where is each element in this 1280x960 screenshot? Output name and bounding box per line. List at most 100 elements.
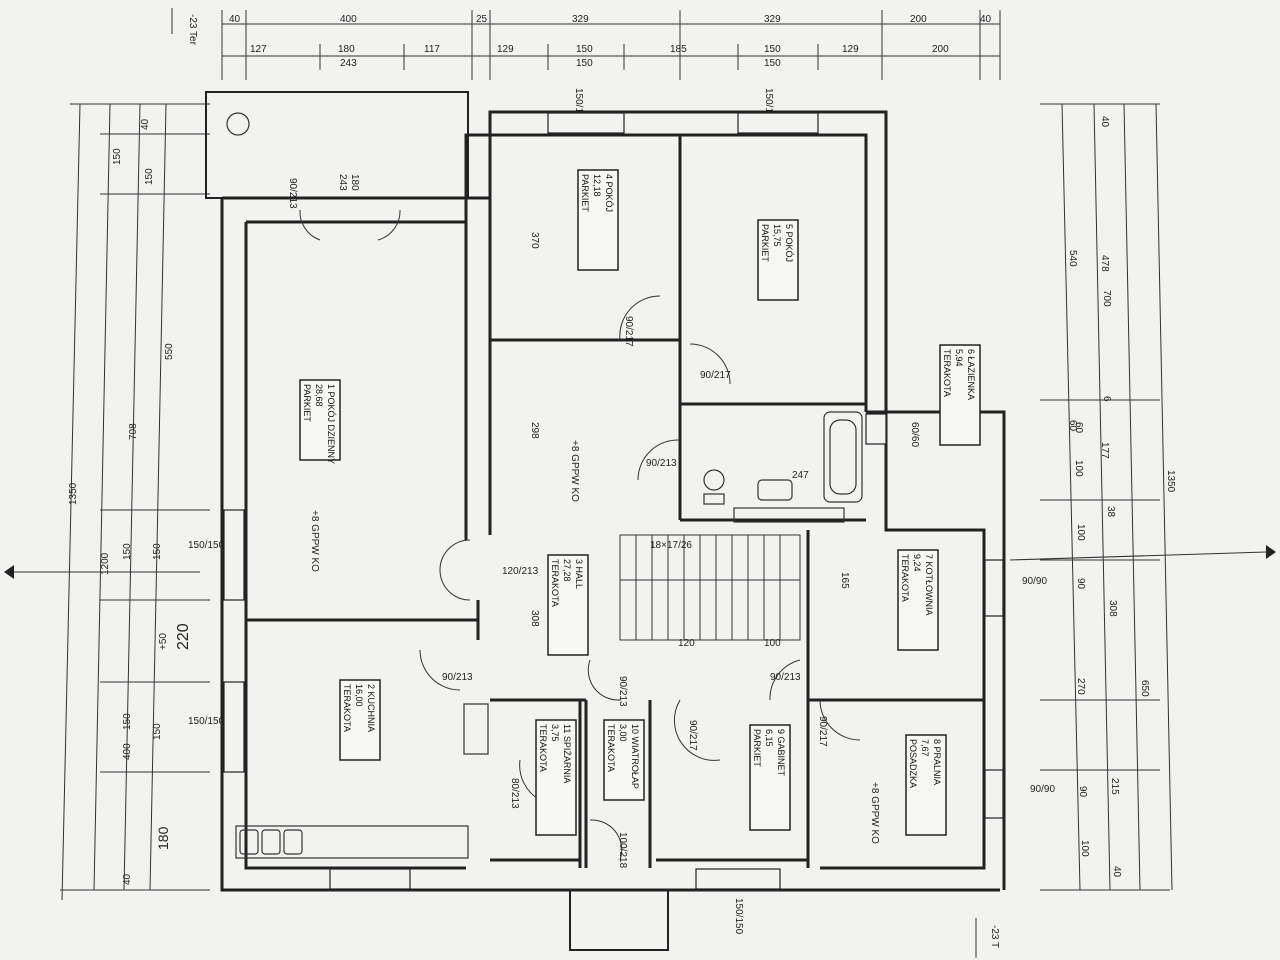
room-label-8: 8 PRALNIA 7,67 POSADZKA [905, 734, 947, 836]
svg-text:TERAKOTA: TERAKOTA [342, 684, 352, 732]
dim-left-400: 400 [122, 743, 133, 760]
svg-text:6,15: 6,15 [764, 729, 774, 747]
dim-left-150b: 150 [144, 168, 155, 185]
handwritten-180: 180 [155, 826, 171, 850]
svg-text:5,94: 5,94 [954, 349, 964, 367]
door-label-4: 120/213 [502, 566, 539, 577]
svg-text:8 PRALNIA: 8 PRALNIA [932, 739, 942, 785]
handwritten-220: 220 [175, 623, 192, 650]
hall-height-2: 308 [529, 610, 540, 627]
dim-right-60: 60 [1073, 422, 1084, 434]
svg-text:7 KOTŁOWNIA: 7 KOTŁOWNIA [924, 554, 934, 616]
window-label-7: 90/90 [1022, 576, 1047, 587]
svg-text:PARKIET: PARKIET [760, 224, 770, 262]
window-label-4: 150/150 [763, 88, 774, 125]
door-label-1: 90/217 [623, 316, 634, 347]
svg-text:3,00: 3,00 [618, 724, 628, 742]
dim-left-1350: 1350 [68, 482, 79, 505]
dim-left-40b: 40 [122, 873, 133, 885]
dim-right-100c: 100 [1079, 840, 1090, 857]
dim-right-215: 215 [1109, 778, 1120, 795]
corridor-120: 120 [678, 638, 695, 649]
room-label-7: 7 KOTŁOWNIA 9,24 TERAKOTA [897, 549, 939, 651]
dim-left-40a: 40 [140, 118, 151, 130]
dim-top-r3-2: 150 [576, 58, 593, 69]
dim-top-r2-2: 180 [338, 44, 355, 55]
entrance-steps [569, 889, 669, 951]
dim-top-r2-1: 127 [250, 44, 267, 55]
dim-top-6: 200 [910, 14, 927, 25]
dim-right-700: 700 [1101, 290, 1112, 307]
window-label-1: 150/150 [188, 540, 225, 551]
room-label-11: 11 SPIŻARNIA 3,75 TERAKOTA [535, 719, 577, 836]
svg-text:PARKIET: PARKIET [302, 384, 312, 422]
svg-text:5 POKÓJ: 5 POKÓJ [784, 224, 794, 262]
svg-text:10 WIATROŁAP: 10 WIATROŁAP [630, 724, 640, 789]
dim-left-150c: 150 [152, 543, 163, 560]
terrace [205, 91, 469, 199]
room4-height: 370 [529, 232, 540, 249]
dim-top-r3-3: 150 [764, 58, 781, 69]
svg-text:TERAKOTA: TERAKOTA [550, 559, 560, 607]
dim-top-5: 329 [764, 14, 781, 25]
bathroom-fixtures [703, 411, 863, 523]
svg-text:7,67: 7,67 [920, 739, 930, 757]
section-marker-left [4, 565, 200, 579]
door-label-3: 90/213 [646, 458, 677, 469]
hall-height-1: 298 [529, 422, 540, 439]
door-label-2: 90/217 [700, 370, 731, 381]
chimney-round [226, 112, 250, 136]
dim-right-650: 650 [1139, 680, 1150, 697]
door-label-10: 90/213 [287, 178, 298, 209]
svg-text:TERAKOTA: TERAKOTA [900, 554, 910, 602]
dim-left-150a: 150 [112, 148, 123, 165]
interior-walls [246, 135, 984, 868]
door-label-9: 90/217 [817, 716, 828, 747]
door-label-7: 90/217 [687, 720, 698, 751]
window-label-5: 150/150 [733, 898, 744, 935]
dim-right-6: 6 [1101, 396, 1112, 402]
kitchen-fixtures [235, 703, 489, 859]
window-label-3: 150/150 [573, 88, 584, 125]
dim-right-40b: 40 [1111, 866, 1122, 878]
svg-text:TERAKOTA: TERAKOTA [942, 349, 952, 397]
svg-text:PARKIET: PARKIET [752, 729, 762, 767]
dim-left-1200: 1200 [100, 552, 111, 575]
corridor-100: 100 [764, 638, 781, 649]
dim-top-2: 400 [340, 14, 357, 25]
room-label-3: 3 HALL 27,28 TERAKOTA [547, 554, 589, 656]
dimension-left [60, 103, 210, 901]
room-label-4: 4 POKÓJ 12,18 PARKIET [577, 169, 619, 271]
dim-right-60b: 60 [1067, 420, 1078, 432]
stairs-label: 18×17/26 [650, 540, 692, 551]
window-label-6: 60/60 [909, 422, 920, 447]
dim-top-r2-5: 150 [576, 44, 593, 55]
room-label-6: 6 ŁAZIENKA 5,94 TERAKOTA [939, 344, 981, 446]
svg-text:3 HALL: 3 HALL [574, 559, 584, 589]
level-note-2: +8 GPPW KO [569, 440, 580, 502]
svg-text:9 GABINET: 9 GABINET [776, 729, 786, 777]
room-label-9: 9 GABINET 6,15 PARKIET [749, 724, 791, 831]
dim-right-177: 177 [1099, 442, 1110, 459]
dim-top-r3-1: 243 [340, 58, 357, 69]
dim-left-150f: 150 [122, 713, 133, 730]
svg-text:POSADZKA: POSADZKA [908, 739, 918, 788]
boiler-height: 165 [839, 572, 850, 589]
dim-right-478: 478 [1099, 255, 1110, 272]
door-label-8: 90/213 [770, 672, 801, 683]
dim-left-550: 550 [164, 343, 175, 360]
bath-width-247: 247 [792, 470, 809, 481]
svg-text:6 ŁAZIENKA: 6 ŁAZIENKA [966, 349, 976, 400]
window-openings [223, 112, 1004, 890]
dim-left-150e: 150 [122, 543, 133, 560]
window-label-2: 150/150 [188, 716, 225, 727]
room-label-2: 2 KUCHNIA 16,00 TERAKOTA [339, 679, 381, 761]
room-label-1: 1 POKÓJ DZIENNY 28,68 PARKIET [299, 379, 341, 464]
dim-right-100b: 100 [1075, 524, 1086, 541]
svg-text:15,75: 15,75 [772, 224, 782, 247]
door-label-11: 100/218 [617, 832, 628, 869]
svg-text:12,18: 12,18 [592, 174, 602, 197]
svg-text:16,00: 16,00 [354, 684, 364, 707]
svg-text:2 KUCHNIA: 2 KUCHNIA [366, 684, 376, 732]
